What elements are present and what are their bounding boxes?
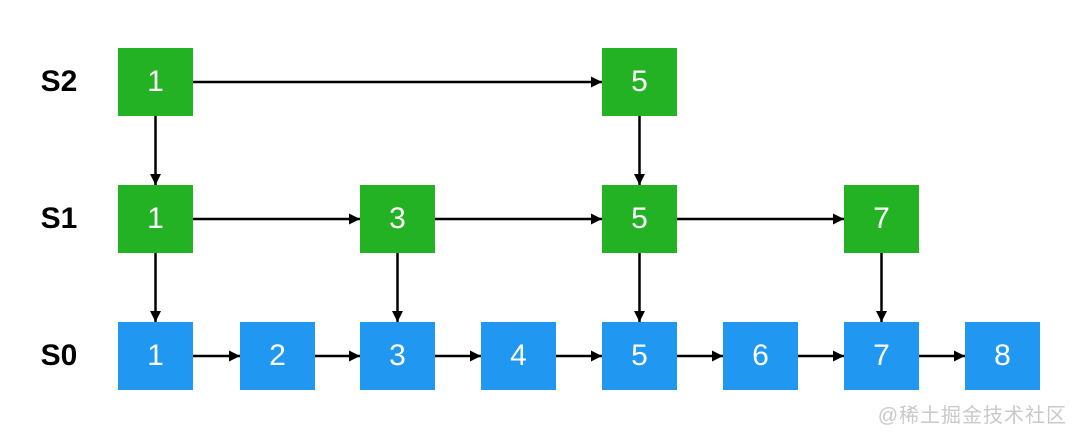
- node-s2-5: 5: [602, 48, 677, 116]
- node-s1-7: 7: [844, 185, 919, 253]
- level-label-s2: S2: [40, 65, 78, 98]
- watermark: @稀土掘金技术社区: [877, 405, 1067, 427]
- node-s1-5: 5: [602, 185, 677, 253]
- node-s0-6: 6: [723, 322, 798, 390]
- node-s0-1: 1: [118, 322, 193, 390]
- level-label-s1: S1: [40, 202, 78, 235]
- node-s0-5: 5: [602, 322, 677, 390]
- node-s0-2: 2: [240, 322, 315, 390]
- level-label-s0: S0: [40, 339, 78, 372]
- node-s1-3: 3: [360, 185, 435, 253]
- node-s2-1: 1: [118, 48, 193, 116]
- node-s1-1: 1: [118, 185, 193, 253]
- node-s0-3: 3: [360, 322, 435, 390]
- node-s0-8: 8: [965, 322, 1040, 390]
- node-s0-4: 4: [481, 322, 556, 390]
- node-s0-7: 7: [844, 322, 919, 390]
